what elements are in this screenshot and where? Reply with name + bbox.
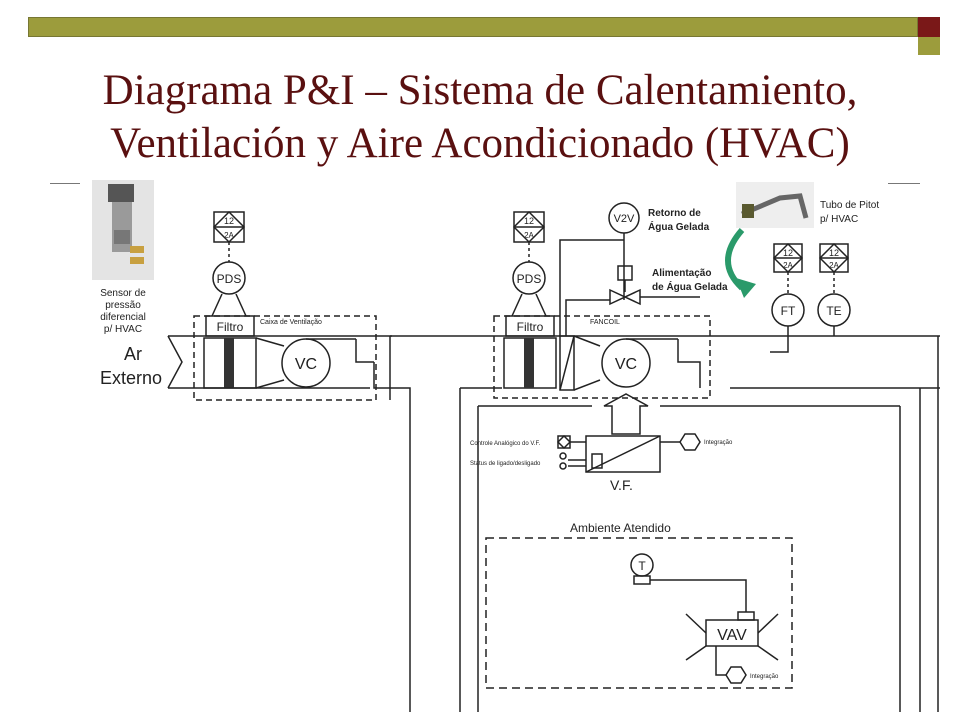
ambiente-label: Ambiente Atendido xyxy=(570,521,671,535)
left-pds-instrument xyxy=(212,261,246,295)
caixa-ventilacao-boundary xyxy=(193,315,377,401)
middle-tag-number: 12 xyxy=(524,216,534,226)
ar-label: Ar xyxy=(124,344,142,364)
te-label: TE xyxy=(826,304,841,318)
vav-label: VAV xyxy=(717,627,747,644)
middle-instrument-tag xyxy=(512,210,546,262)
middle-filtro-label: Filtro xyxy=(517,320,544,334)
pitot-indicator-arrow xyxy=(725,228,745,291)
ft-instrument-tag xyxy=(772,242,804,294)
retorno-label-1: Retorno de xyxy=(648,208,701,219)
title-rule-left xyxy=(50,183,80,184)
ft-label: FT xyxy=(781,304,796,318)
fancoil-label: FANCOIL xyxy=(590,319,620,326)
te-tag-number: 12 xyxy=(829,248,839,258)
alimentacao-label-2: de Água Gelada xyxy=(652,280,728,293)
left-tag-code: 2A xyxy=(224,231,234,240)
chilled-water-valve xyxy=(609,288,641,306)
status-label: Status de ligado/desligado xyxy=(470,461,541,467)
middle-tag-code: 2A xyxy=(524,231,534,240)
title-rule-right xyxy=(888,183,920,184)
served-zone-boundary xyxy=(485,537,793,689)
pitot-caption-2: p/ HVAC xyxy=(820,214,858,225)
title-line-1: Diagrama P&I – Sistema de Calentamiento, xyxy=(102,67,858,114)
middle-pds-label: PDS xyxy=(517,272,542,286)
sensor-caption-1: Sensor de xyxy=(100,288,146,299)
fancoil-vc-label: VC xyxy=(615,356,637,373)
left-tag-number: 12 xyxy=(224,216,234,226)
alimentacao-label-1: Alimentação xyxy=(652,268,711,279)
externo-label: Externo xyxy=(100,368,162,388)
left-instrument-tag xyxy=(212,210,246,262)
left-filtro-label: Filtro xyxy=(217,320,244,334)
vf-integration-node xyxy=(679,433,701,451)
vf-label: V.F. xyxy=(610,477,633,493)
retorno-label-2: Água Gelada xyxy=(648,220,710,233)
vav-integracao-label: Integração xyxy=(750,674,779,680)
sensor-caption-4: p/ HVAC xyxy=(104,324,142,335)
pitot-caption-1: Tubo de Pitot xyxy=(820,200,879,211)
left-pds-label: PDS xyxy=(217,272,242,286)
middle-pds-instrument xyxy=(512,261,546,295)
v2v-label: V2V xyxy=(614,213,635,225)
fancoil-boundary xyxy=(493,315,711,399)
te-tag-code: 2A xyxy=(829,261,839,270)
pressure-sensor-photo xyxy=(92,180,154,280)
title-line-2: Ventilación y Aire Acondicionado (HVAC) xyxy=(110,120,850,167)
page-title: Diagrama P&I – Sistema de Calentamiento,… xyxy=(0,64,960,170)
ft-tag-code: 2A xyxy=(783,261,793,270)
vf-integracao-label: Integração xyxy=(704,440,733,446)
left-vc-label: VC xyxy=(295,356,317,373)
vf-output-arrow xyxy=(603,393,649,435)
sensor-caption-3: diferencial xyxy=(100,312,146,323)
ft-tag-number: 12 xyxy=(783,248,793,258)
vav-integration-node xyxy=(725,666,747,684)
pitot-tube-photo xyxy=(736,182,814,228)
te-instrument-tag xyxy=(818,242,850,294)
caixa-label: Caixa de Ventilação xyxy=(260,319,322,326)
t-label: T xyxy=(638,559,646,573)
sensor-caption-2: pressão xyxy=(105,300,141,311)
header-accent-square xyxy=(918,17,940,37)
controle-label: Controle Analógico do V.F. xyxy=(470,441,540,447)
variable-frequency-drive xyxy=(585,435,661,473)
header-side-square xyxy=(918,37,940,55)
header-bar xyxy=(28,17,918,37)
